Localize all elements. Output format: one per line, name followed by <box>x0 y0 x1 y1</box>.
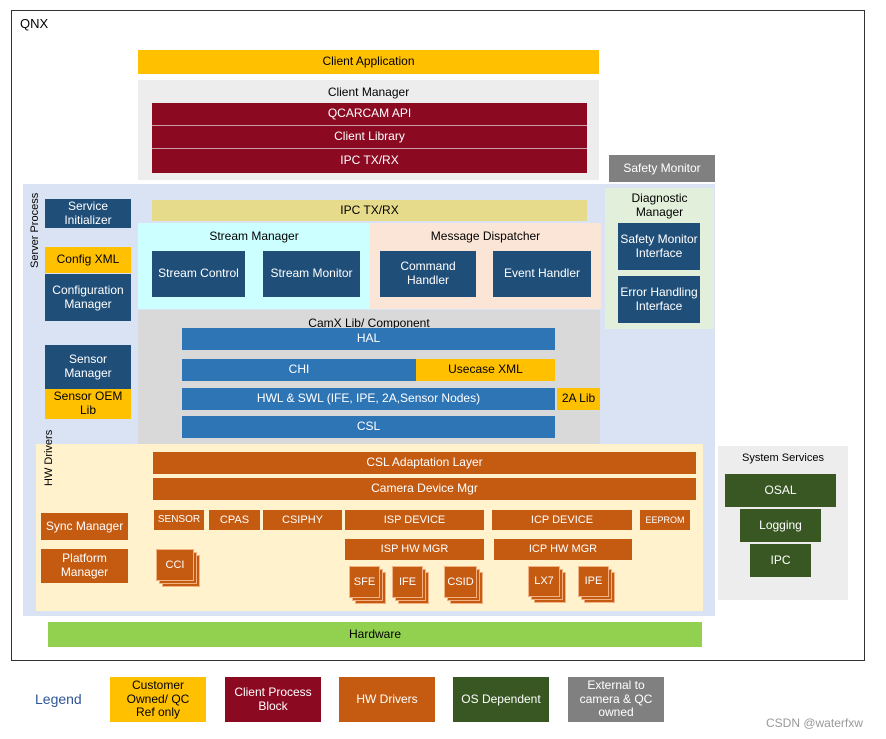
qnx-title: QNX <box>20 16 49 31</box>
csl-block: CSL <box>182 416 555 438</box>
usecase-xml-block: Usecase XML <box>416 359 555 381</box>
hardware-block: Hardware <box>48 622 702 647</box>
hwl-swl-block: HWL & SWL (IFE, IPE, 2A,Sensor Nodes) <box>182 388 555 410</box>
safety-monitor-interface-block: Safety Monitor Interface <box>618 223 700 270</box>
service-initializer-block: Service Initializer <box>45 199 131 228</box>
isp-hw-mgr-block: ISP HW MGR <box>345 539 484 560</box>
ife-block: IFE <box>392 566 423 598</box>
legend-os-dependent: OS Dependent <box>453 677 549 722</box>
sfe-block: SFE <box>349 566 380 598</box>
legend-external: External to camera & QC owned <box>568 677 664 722</box>
sync-manager-block: Sync Manager <box>41 513 128 540</box>
client-manager-title: Client Manager <box>327 85 410 99</box>
chi-block: CHI <box>182 359 416 381</box>
hw-drivers-title: HW Drivers <box>43 429 55 486</box>
command-handler-block: Command Handler <box>380 251 476 297</box>
server-ipc-block: IPC TX/RX <box>152 200 587 221</box>
message-dispatcher-title: Message Dispatcher <box>430 229 541 243</box>
csiphy-block: CSIPHY <box>263 510 342 530</box>
stream-control-block: Stream Control <box>152 251 245 297</box>
client-application-block: Client Application <box>138 50 599 74</box>
platform-manager-block: Platform Manager <box>41 549 128 583</box>
eeprom-block: EEPROM <box>640 510 690 530</box>
legend-customer-owned: Customer Owned/ QC Ref only <box>110 677 206 722</box>
watermark: CSDN @waterfxw <box>766 716 863 730</box>
csl-adaptation-layer-block: CSL Adaptation Layer <box>153 452 696 474</box>
error-handling-interface-block: Error Handling Interface <box>618 276 700 323</box>
osal-block: OSAL <box>725 474 836 507</box>
hal-block: HAL <box>182 328 555 350</box>
camera-device-mgr-block: Camera Device Mgr <box>153 478 696 500</box>
stream-monitor-block: Stream Monitor <box>263 251 360 297</box>
event-handler-block: Event Handler <box>493 251 591 297</box>
lx7-block: LX7 <box>528 566 560 597</box>
legend-label: Legend <box>35 691 82 707</box>
stream-manager-title: Stream Manager <box>209 229 299 243</box>
legend-hw-drivers: HW Drivers <box>339 677 435 722</box>
config-xml-block: Config XML <box>45 247 131 273</box>
cpas-block: CPAS <box>209 510 260 530</box>
camx-title: CamX Lib/ Component <box>308 316 430 330</box>
cci-block: CCI <box>156 549 194 581</box>
icp-hw-mgr-block: ICP HW MGR <box>494 539 632 560</box>
sensor-oem-lib-block: Sensor OEM Lib <box>45 389 131 419</box>
qnx-frame <box>11 10 865 661</box>
system-ipc-block: IPC <box>750 544 811 577</box>
client-ipc-block: IPC TX/RX <box>152 149 587 173</box>
system-services-title: System Services <box>742 452 824 464</box>
server-process-title: Server Process <box>29 192 41 268</box>
logging-block: Logging <box>740 509 821 542</box>
qcarcam-api-block: QCARCAM API <box>152 103 587 126</box>
sensor-manager-block: Sensor Manager <box>45 345 131 389</box>
client-library-block: Client Library <box>152 126 587 149</box>
diagnostic-manager-title: Diagnostic Manager <box>631 191 688 219</box>
configuration-manager-block: Configuration Manager <box>45 274 131 321</box>
ipe-block: IPE <box>578 566 609 597</box>
isp-device-block: ISP DEVICE <box>345 510 484 530</box>
sensor-driver-block: SENSOR <box>154 510 204 530</box>
legend-client-process: Client Process Block <box>225 677 321 722</box>
safety-monitor-block: Safety Monitor <box>609 155 715 182</box>
icp-device-block: ICP DEVICE <box>492 510 632 530</box>
lib-2a-block: 2A Lib <box>557 388 600 410</box>
csid-block: CSID <box>444 566 477 598</box>
